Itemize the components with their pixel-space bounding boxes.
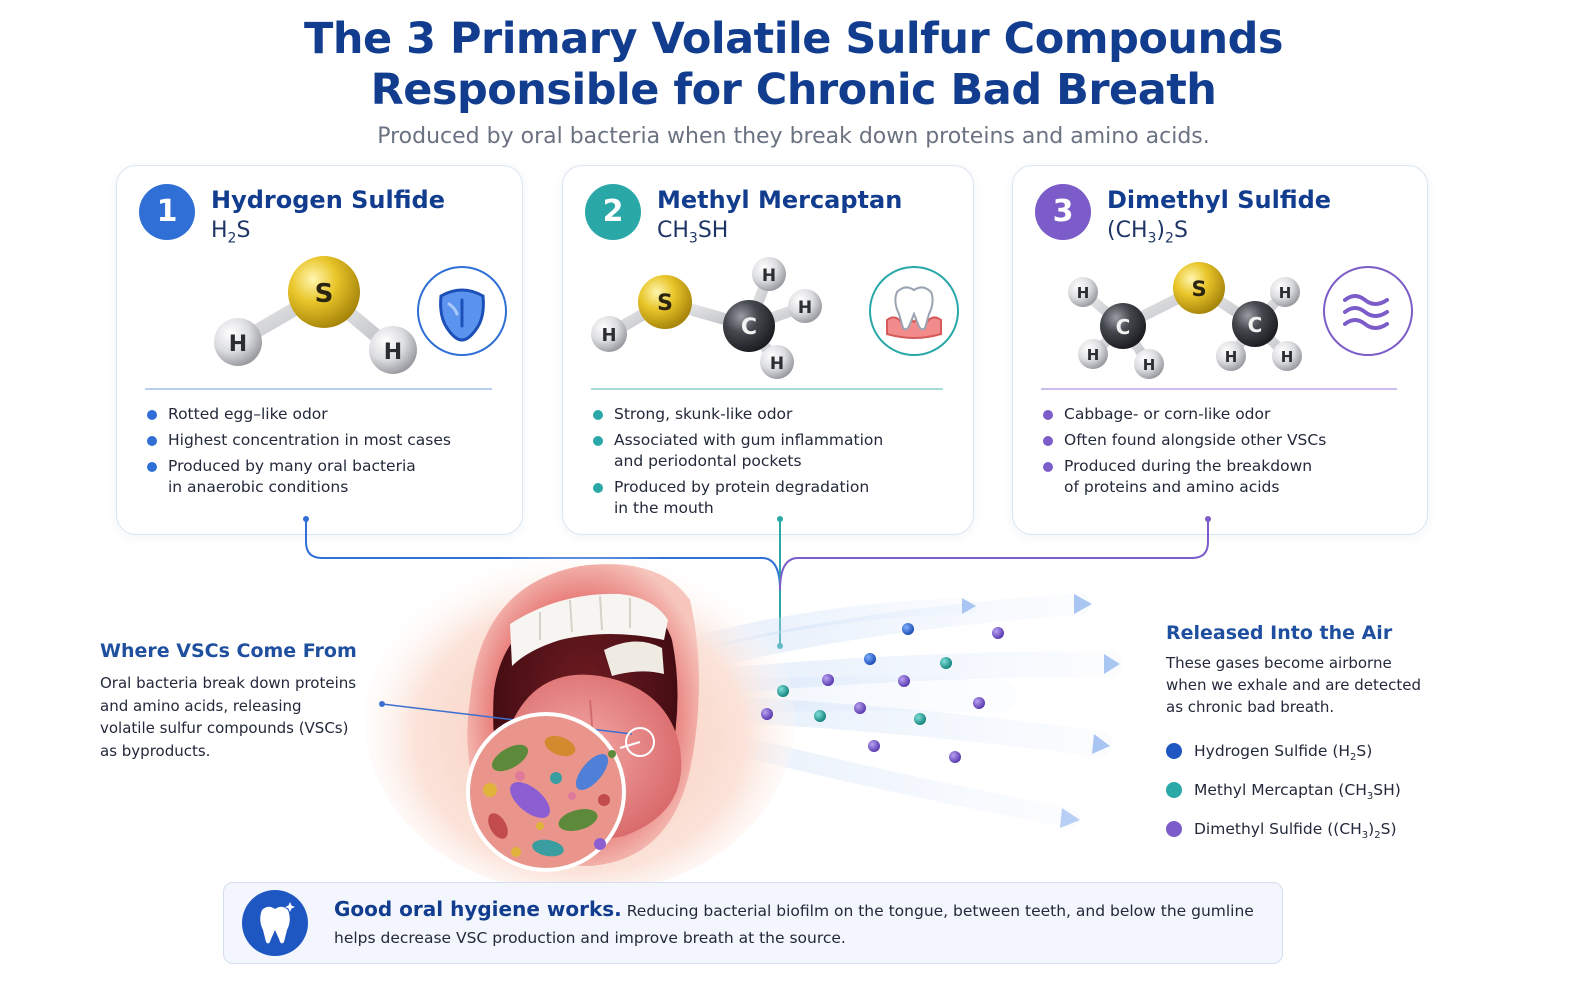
feature-list: Strong, skunk-like odor Associated with … (591, 404, 953, 524)
feature-item: Highest concentration in most cases (145, 430, 502, 451)
feature-item: Strong, skunk-like odor (591, 404, 953, 425)
hygiene-banner-text: Good oral hygiene works. Reducing bacter… (334, 897, 1254, 947)
svg-text:H: H (229, 332, 247, 357)
card-divider (1041, 388, 1397, 390)
carbon-atom: C (723, 300, 775, 352)
page-subtitle: Produced by oral bacteria when they brea… (377, 124, 1210, 149)
ch3sh-molecule-diagram: H S C H H H (591, 257, 822, 379)
hydrogen-atom: H (760, 345, 794, 379)
bacteria-cluster (483, 735, 616, 857)
feature-item: Cabbage- or corn-like odor (1041, 404, 1407, 425)
legend-item-dimethyl-sulfide: Dimethyl Sulfide ((CH3)2S) (1166, 818, 1401, 847)
hydrogen-atom: H (369, 326, 417, 374)
compound-formula: (CH3)2S (1107, 218, 1188, 247)
svg-text:S: S (315, 279, 334, 309)
hydrogen-atom: H (1134, 349, 1164, 379)
carbon-atom: C (1100, 303, 1146, 349)
hydrogen-atom: H (1078, 339, 1108, 369)
number-badge: 3 (1035, 184, 1091, 240)
hydrogen-atom: H (1270, 277, 1300, 307)
sulfur-atom: S (1173, 262, 1225, 314)
compound-card-hydrogen-sulfide: 1 Hydrogen Sulfide H2S S H H Rotted egg–… (116, 165, 523, 535)
card-divider (591, 388, 943, 390)
legend-item-methyl-mercaptan: Methyl Mercaptan (CH3SH) (1166, 779, 1401, 808)
compound-formula: CH3SH (657, 218, 729, 247)
hygiene-banner: Good oral hygiene works. Reducing bacter… (223, 882, 1283, 964)
compound-card-methyl-mercaptan: 2 Methyl Mercaptan CH3SH H S C H H H Str… (562, 165, 974, 535)
dimethyl-sulfide-molecule-diagram: C S C H H H H H H (1068, 262, 1302, 379)
svg-text:H: H (1087, 346, 1100, 364)
feature-list: Rotted egg–like odor Highest concentrati… (145, 404, 502, 503)
h2s-molecule-diagram: S H H (214, 256, 417, 374)
tooth-gum-icon (869, 266, 959, 356)
svg-text:H: H (384, 340, 402, 365)
svg-text:H: H (798, 298, 812, 318)
title-line-2: Responsible for Chronic Bad Breath (370, 65, 1217, 115)
released-title: Released Into the Air (1166, 622, 1393, 644)
page-title: The 3 Primary Volatile Sulfur Compounds … (0, 14, 1587, 116)
number-badge: 2 (585, 184, 641, 240)
odor-waves-icon (1323, 266, 1413, 356)
compound-formula: H2S (211, 218, 251, 247)
sulfur-atom: S (638, 275, 692, 329)
hydrogen-atom: H (788, 289, 822, 323)
card-divider (145, 388, 492, 390)
hydrogen-atom: H (1216, 341, 1246, 371)
hydrogen-atom: H (1068, 277, 1098, 307)
svg-text:S: S (1191, 277, 1206, 301)
hygiene-banner-headline: Good oral hygiene works. (334, 897, 622, 921)
compound-name: Hydrogen Sulfide (211, 186, 445, 214)
svg-text:S: S (657, 291, 673, 316)
hydrogen-atom: H (1272, 341, 1302, 371)
hydrogen-atom: H (752, 257, 786, 291)
feature-item: Often found alongside other VSCs (1041, 430, 1407, 451)
svg-text:H: H (1225, 348, 1238, 366)
svg-text:H: H (1281, 348, 1294, 366)
sulfur-atom: S (288, 256, 360, 328)
feature-item: Rotted egg–like odor (145, 404, 502, 425)
legend-item-hydrogen-sulfide: Hydrogen Sulfide (H2S) (1166, 740, 1401, 769)
svg-text:H: H (601, 325, 616, 346)
svg-text:H: H (1143, 356, 1156, 374)
svg-text:C: C (1116, 315, 1131, 339)
svg-text:C: C (1248, 313, 1263, 337)
compound-name: Dimethyl Sulfide (1107, 186, 1332, 214)
svg-text:C: C (741, 315, 757, 340)
where-vscs-title: Where VSCs Come From (100, 640, 357, 662)
compound-card-dimethyl-sulfide: 3 Dimethyl Sulfide (CH3)2S C S C H H H H… (1012, 165, 1428, 535)
bacteria-magnifier (379, 701, 655, 872)
svg-text:H: H (770, 354, 784, 374)
compound-name: Methyl Mercaptan (657, 186, 903, 214)
svg-text:H: H (1279, 284, 1292, 302)
hydrogen-atom: H (214, 318, 262, 366)
feature-list: Cabbage- or corn-like odor Often found a… (1041, 404, 1407, 503)
number-badge: 1 (139, 184, 195, 240)
tongue-icon (417, 266, 507, 356)
title-line-1: The 3 Primary Volatile Sulfur Compounds (304, 14, 1284, 64)
svg-text:H: H (1077, 284, 1090, 302)
hydrogen-atom: H (591, 316, 627, 352)
carbon-atom: C (1232, 301, 1278, 347)
compound-legend: Hydrogen Sulfide (H2S) Methyl Mercaptan … (1166, 740, 1401, 857)
svg-text:H: H (762, 266, 776, 286)
tooth-icon (242, 890, 308, 956)
molecule-particles (761, 623, 1004, 763)
